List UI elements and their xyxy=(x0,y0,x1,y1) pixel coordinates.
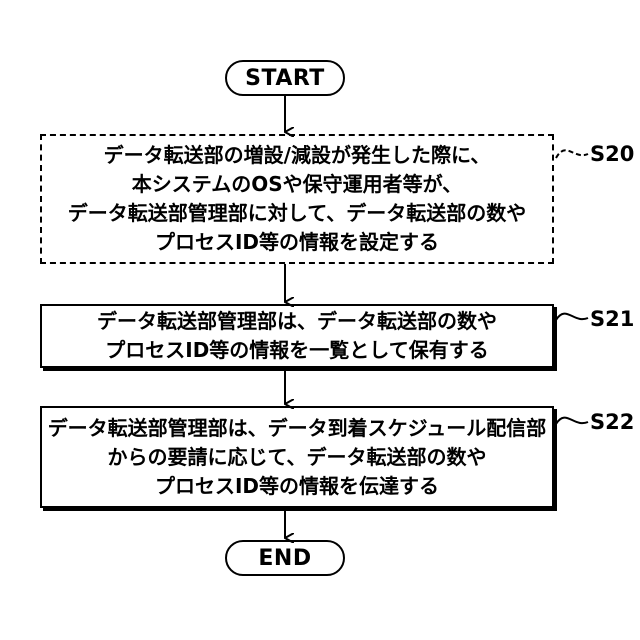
end-terminal: END xyxy=(225,540,345,576)
step-s22-line-2: からの要請に応じて、データ転送部の数や xyxy=(108,443,487,472)
step-s20-line-4: プロセスID等の情報を設定する xyxy=(155,228,439,257)
step-s20-label: S20 xyxy=(590,142,634,166)
step-s21-box: データ転送部管理部は、データ転送部の数や プロセスID等の情報を一覧として保有す… xyxy=(40,304,554,368)
leader-s22 xyxy=(556,418,588,424)
end-label: END xyxy=(258,546,311,571)
step-s21-line-2: プロセスID等の情報を一覧として保有する xyxy=(105,336,488,365)
start-label: START xyxy=(245,66,325,91)
step-s22-box: データ転送部管理部は、データ到着スケジュール配信部 からの要請に応じて、データ転… xyxy=(40,406,554,508)
leader-s21 xyxy=(556,314,588,320)
start-terminal: START xyxy=(225,60,345,96)
step-s22-line-1: データ転送部管理部は、データ到着スケジュール配信部 xyxy=(48,414,547,443)
step-s21-line-1: データ転送部管理部は、データ転送部の数や xyxy=(97,307,497,336)
step-s20-line-3: データ転送部管理部に対して、データ転送部の数や xyxy=(68,199,526,228)
step-s22-label: S22 xyxy=(590,410,634,434)
leader-s20 xyxy=(556,150,588,158)
step-s20-line-2: 本システムのOSや保守運用者等が、 xyxy=(132,170,462,199)
step-s21-label: S21 xyxy=(590,307,634,331)
step-s20-line-1: データ転送部の増設/減設が発生した際に、 xyxy=(104,141,491,170)
step-s20-box: データ転送部の増設/減設が発生した際に、 本システムのOSや保守運用者等が、 デ… xyxy=(40,134,554,264)
step-s22-line-3: プロセスID等の情報を伝達する xyxy=(155,472,439,501)
